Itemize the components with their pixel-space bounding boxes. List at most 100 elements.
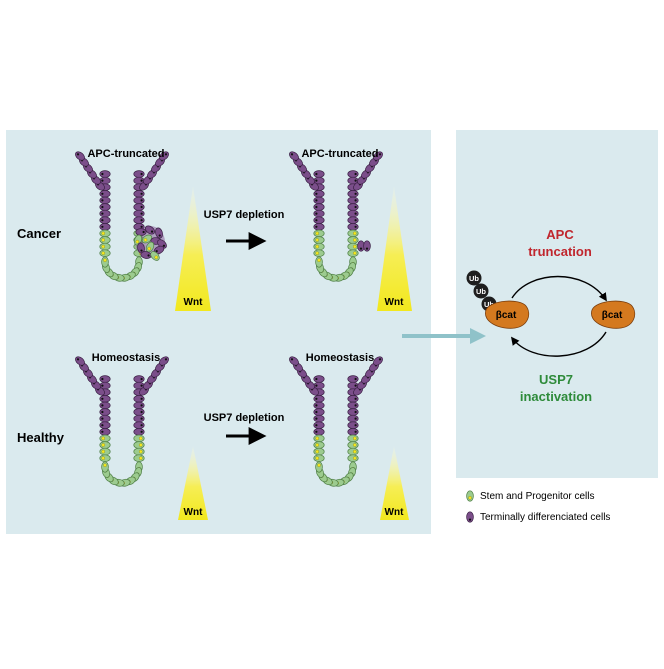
stem-cell [347,454,359,462]
differentiated-cell [159,151,169,161]
legend-stem-cell-icon [466,490,474,502]
title-cancer-after: APC-truncated [301,148,378,160]
differentiated-cell [99,408,111,416]
differentiated-cell [99,203,111,211]
apc-label-line2: truncation [528,244,592,259]
stem-cell [347,441,359,449]
differentiated-cell [313,408,325,416]
ub-label-3: Ub [484,300,494,309]
differentiated-cell [133,190,145,198]
differentiated-cell [347,428,359,436]
differentiated-cell [155,227,163,239]
usp7-depletion-label-healthy: USP7 depletion [204,412,285,424]
stem-cell [99,236,111,244]
stem-cell [150,251,160,261]
stem-cell [99,454,111,462]
stem-cell [141,234,153,244]
crypt-healthy-before [75,356,169,487]
differentiated-cell [347,408,359,416]
differentiated-cell [159,356,169,366]
differentiated-cell [99,190,111,198]
differentiated-cell [99,216,111,224]
ub-circle-1 [466,270,482,286]
differentiated-cell [347,196,359,205]
wnt-gradient-cancer-2 [377,186,412,311]
title-cancer-before: APC-truncated [87,148,164,160]
differentiated-cell [133,408,145,416]
wnt-label-healthy-2: Wnt [385,507,405,518]
differentiated-cell [313,209,325,218]
differentiated-cell [313,190,325,198]
usp7-label-line2: inactivation [520,389,592,404]
differentiated-cell [313,395,325,403]
bcat-label-left: βcat [496,310,517,321]
left-panel [6,130,431,534]
stem-cell [133,434,145,443]
wnt-gradient-healthy-1 [178,446,208,520]
stem-cell [347,242,359,251]
title-healthy-before: Homeostasis [92,352,160,364]
differentiated-cell [145,225,155,235]
differentiated-cell [313,216,325,224]
stem-cell [347,447,359,456]
stem-cell [313,242,325,251]
legend-stem-label: Stem and Progenitor cells [480,491,595,502]
differentiated-cell [133,395,145,403]
differentiated-cell [99,401,111,410]
differentiated-cell [99,223,111,231]
differentiated-cell [347,190,359,198]
differentiated-cell [313,428,325,436]
stem-cell [99,447,111,456]
stem-cell [315,256,323,268]
differentiated-cell [289,356,299,366]
stem-cell [99,434,111,443]
differentiated-cell [313,170,325,178]
differentiated-cell [347,209,359,218]
stem-cell [99,249,111,257]
differentiated-cell [99,209,111,218]
ub-label-1: Ub [469,274,479,283]
apc-label-line1: APC [546,227,574,242]
stem-cell [313,447,325,456]
differentiated-cell [133,375,145,383]
differentiated-cell [99,414,111,423]
stem-cell [133,441,145,449]
differentiated-cell [363,240,371,252]
differentiated-cell [133,414,145,423]
differentiated-cell [466,511,474,523]
wnt-gradient-cancer-1 [175,186,211,311]
bcat-label-right: βcat [602,310,623,321]
bcat-blob-right [591,300,636,329]
usp7-depletion-label-cancer: USP7 depletion [204,209,285,221]
cycle-arrow-top [511,275,607,302]
differentiated-cell [99,421,111,429]
bcat-blob-left [485,300,530,329]
stem-cell [315,461,323,473]
differentiated-cell [99,428,111,436]
stem-cell [347,236,359,244]
differentiated-cell [133,428,145,436]
differentiated-cell [75,356,85,366]
stem-cell [347,434,359,443]
differentiated-cell [313,375,325,383]
differentiated-cell [347,170,359,178]
stem-cell [133,234,143,246]
differentiated-cell [133,209,145,218]
crypt-cancer-after [289,151,383,282]
stem-cell [313,249,325,257]
differentiated-cell [313,223,325,231]
stem-cell [101,461,109,473]
differentiated-cell [313,196,325,205]
stem-cell [313,434,325,443]
differentiated-cell [347,203,359,211]
stem-cell [313,441,325,449]
differentiated-cell [135,228,147,236]
stem-cell [133,447,145,456]
differentiated-cell [347,414,359,423]
differentiated-cell [313,203,325,211]
row-label-healthy: Healthy [17,430,65,445]
wnt-label-cancer-1: Wnt [184,297,204,308]
differentiated-cell [99,375,111,383]
